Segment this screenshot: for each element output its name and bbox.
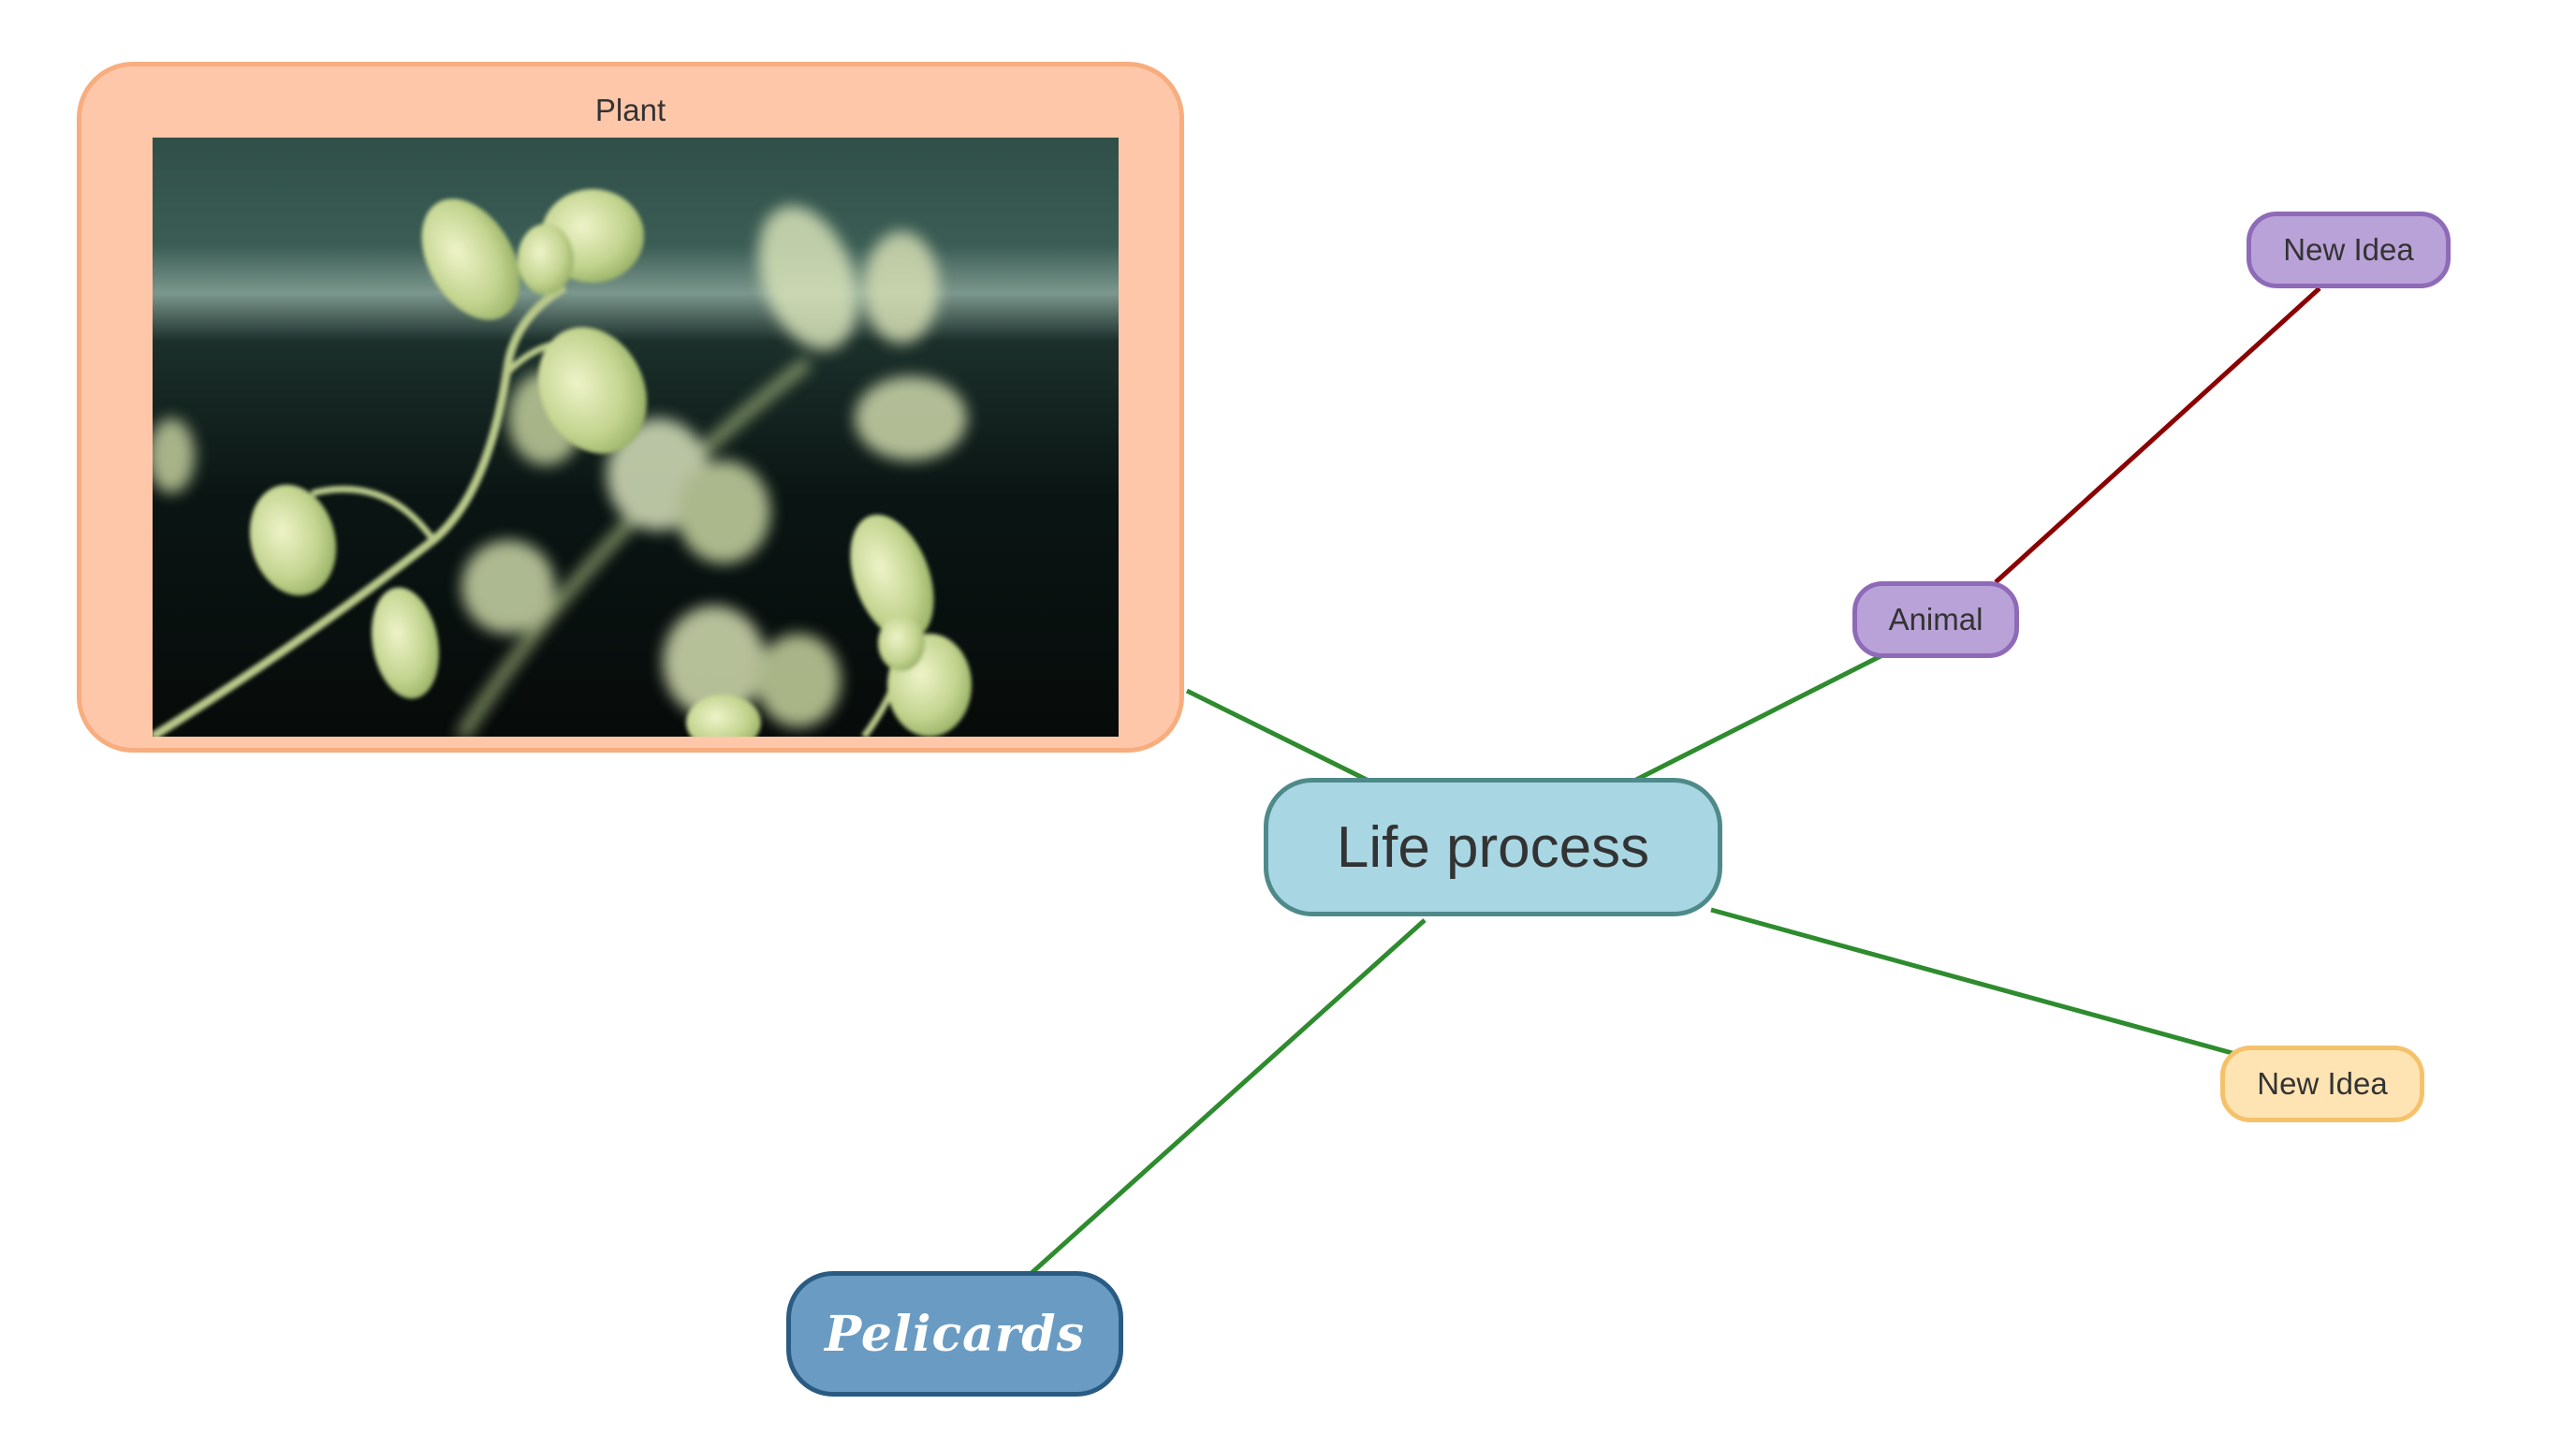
connector-center-pelicards — [1030, 918, 1427, 1275]
node-plant[interactable]: Plant — [77, 62, 1184, 753]
node-life-process-label: Life process — [1336, 814, 1650, 880]
node-new-idea-right-label: New Idea — [2257, 1066, 2388, 1101]
node-pelicards[interactable]: Pelicards — [786, 1271, 1123, 1397]
node-animal-label: Animal — [1888, 602, 1983, 637]
connector-center-new-idea-right — [1710, 907, 2240, 1058]
connector-animal-new-idea-top — [1994, 286, 2321, 584]
node-new-idea-top-label: New Idea — [2283, 232, 2414, 267]
connector-center-animal — [1634, 651, 1886, 783]
plant-seedling-photo — [153, 138, 1119, 737]
node-animal[interactable]: Animal — [1852, 581, 2019, 658]
node-new-idea-right[interactable]: New Idea — [2220, 1046, 2424, 1122]
node-new-idea-top[interactable]: New Idea — [2247, 212, 2451, 288]
node-life-process[interactable]: Life process — [1264, 778, 1722, 916]
node-plant-label: Plant — [594, 93, 666, 127]
connector-center-plant — [1185, 688, 1368, 783]
node-pelicards-label: Pelicards — [825, 1305, 1085, 1363]
